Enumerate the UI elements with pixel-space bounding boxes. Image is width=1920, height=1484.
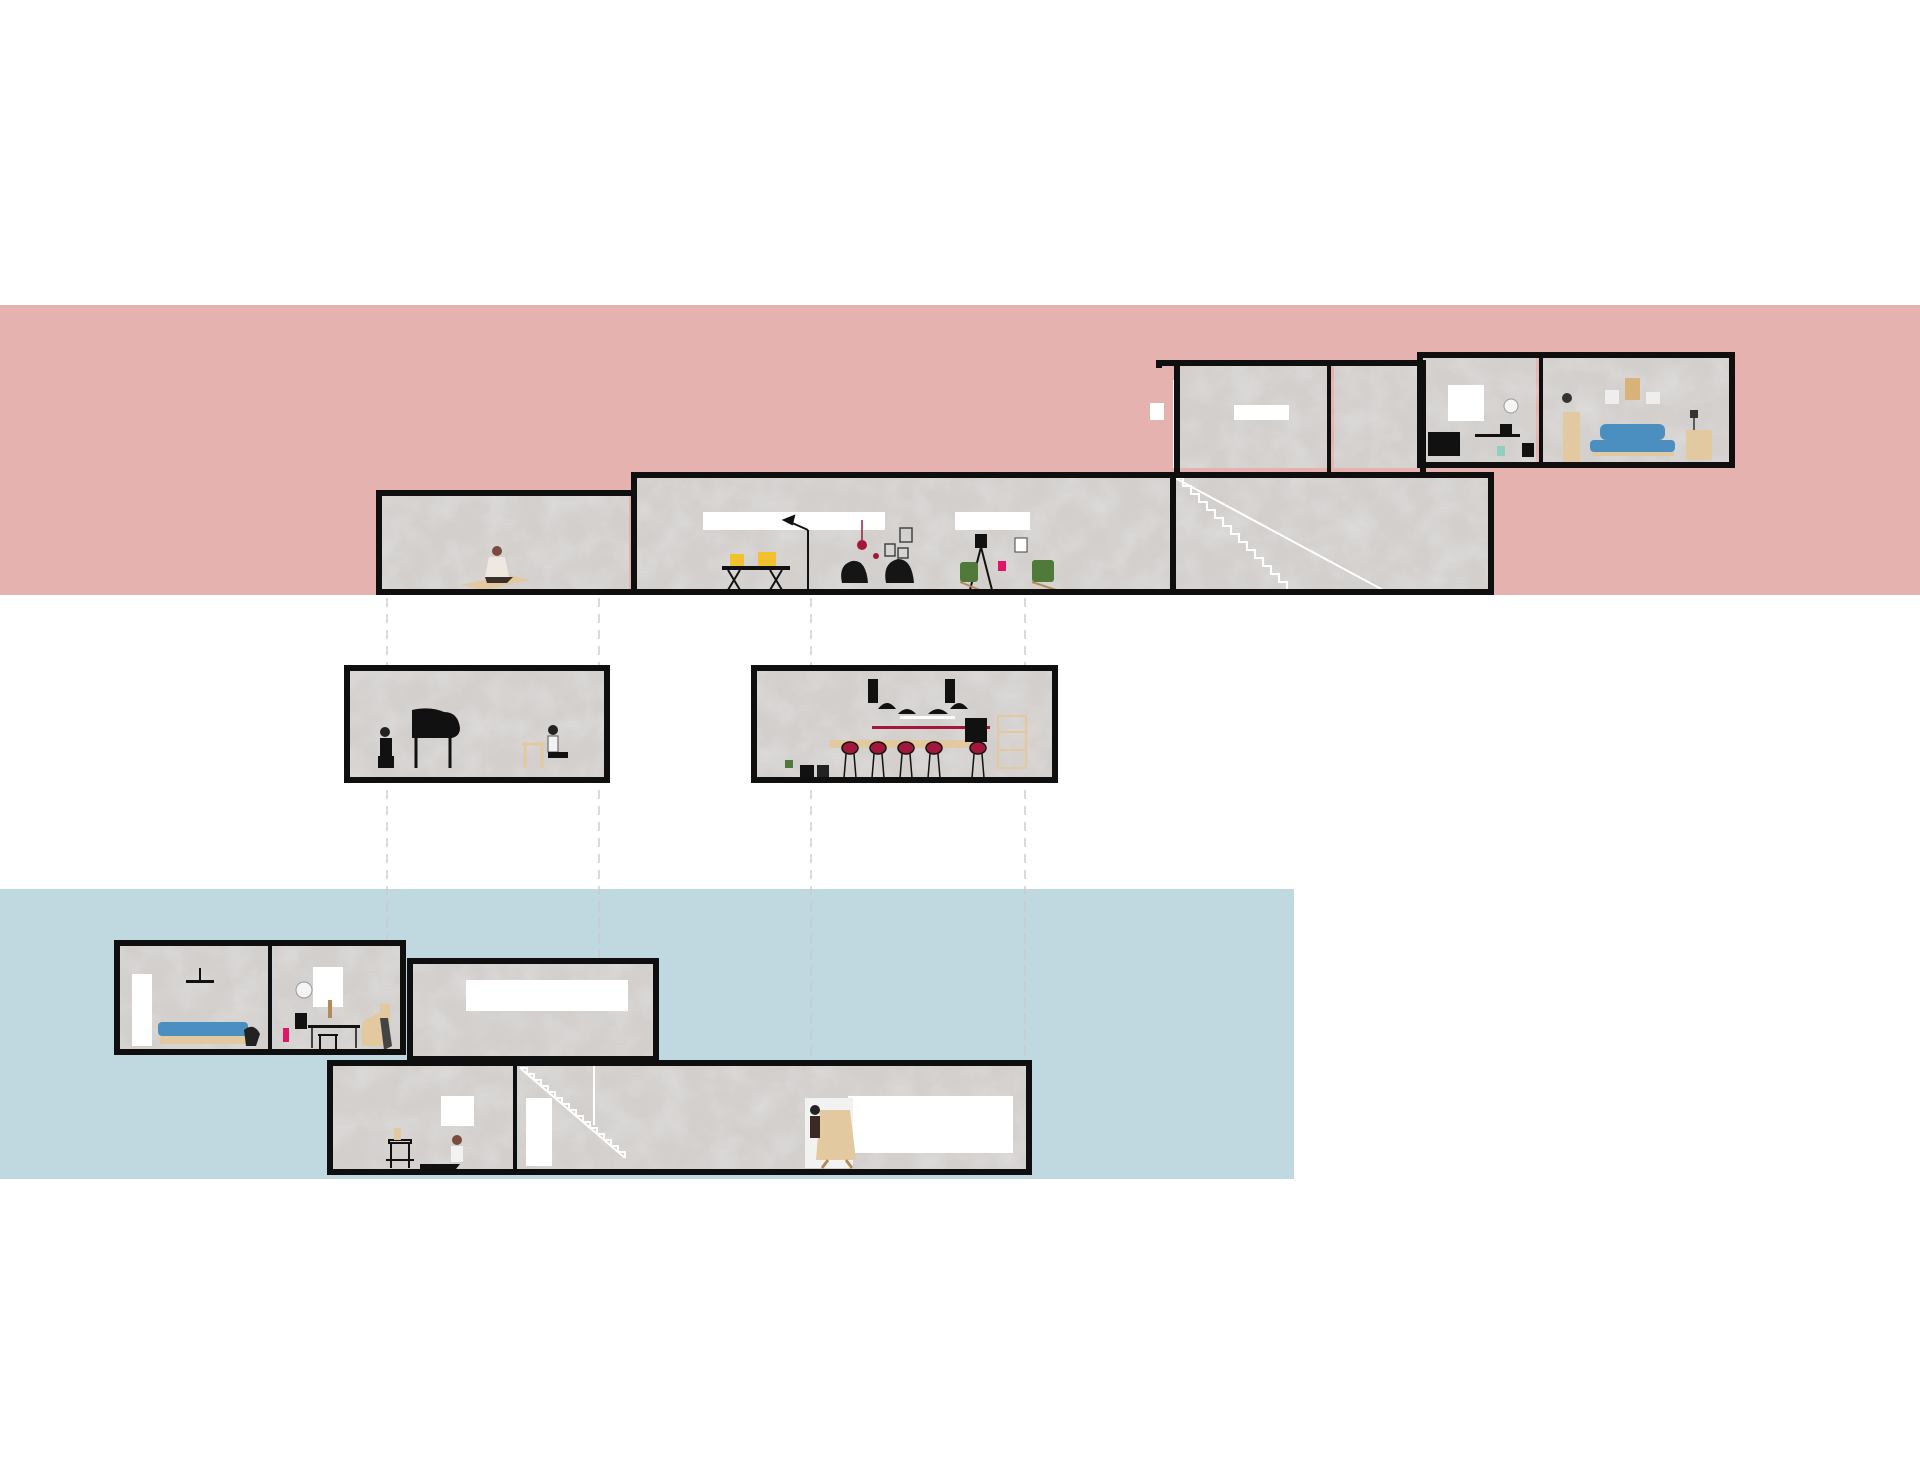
armchair-icon [959, 560, 1057, 591]
window-icon [955, 512, 1030, 530]
wall-clock-icon [295, 981, 313, 999]
window-icon [466, 980, 628, 1011]
tv-icon [1428, 432, 1460, 456]
middle-piano-room [344, 665, 610, 783]
side-table-icon [522, 742, 545, 768]
walls [114, 352, 1735, 1175]
lower-bedroom [114, 940, 406, 1055]
reading-person-icon [547, 725, 568, 758]
painter-icon [810, 1105, 820, 1138]
top-office-room [1417, 352, 1735, 468]
pianist-icon [378, 727, 394, 768]
window-icon [441, 1096, 474, 1126]
window-icon [526, 1098, 552, 1166]
lounge-chair-icon [841, 559, 914, 583]
wall-frames-icon [884, 527, 913, 559]
office-chair-icon [295, 1013, 307, 1029]
middle-piano-furniture [378, 708, 568, 768]
window-icon [703, 512, 885, 530]
windows [313, 380, 1484, 1166]
dresser-icon [1686, 430, 1712, 460]
window-icon [1234, 405, 1289, 420]
upper-main-volume [631, 472, 1494, 595]
lower-window-room [407, 958, 659, 1062]
top-office-furniture [1428, 398, 1534, 457]
upper-living-furniture [722, 514, 1057, 591]
lower-main-volume [327, 1060, 1032, 1175]
bar-stool-icon [841, 741, 987, 779]
wall-clock-icon [1503, 398, 1519, 414]
shelf-icon [997, 715, 1027, 769]
lower-lounge-furniture [386, 1128, 463, 1169]
desk-icon [722, 566, 790, 591]
stool-icon [318, 1034, 338, 1050]
window-icon [1150, 403, 1164, 420]
bed-icon [1590, 424, 1675, 456]
wardrobe-icon [1563, 412, 1580, 464]
ceiling-fan-icon [186, 968, 214, 983]
desk-icon [1475, 424, 1520, 437]
pendant-lamp-icon [868, 679, 968, 714]
easel-icon [816, 1110, 856, 1169]
wardrobe-icon [132, 974, 152, 1046]
staircase-icon [519, 1066, 626, 1159]
office-chair-icon [1522, 443, 1534, 457]
sitting-person-icon [420, 1135, 463, 1169]
middle-kitchen-room [751, 665, 1058, 783]
middle-kitchen-furniture [785, 679, 1027, 779]
bed-icon [158, 1022, 248, 1044]
window-icon [1448, 385, 1484, 421]
upper-left-furniture [460, 546, 530, 590]
lower-study-furniture [283, 981, 392, 1050]
pendant-lamp-icon [857, 520, 879, 559]
top-bedroom-furniture [1562, 378, 1712, 464]
staircase-icon [1174, 477, 1384, 598]
grand-piano-icon [412, 708, 460, 738]
desk-icon [308, 1025, 360, 1048]
table-lamp-icon [1690, 410, 1698, 430]
window-icon [848, 1096, 1013, 1153]
lower-bedroom-furniture [132, 968, 260, 1046]
sitting-person-icon [485, 546, 513, 583]
lower-studio-furniture [805, 1098, 856, 1169]
